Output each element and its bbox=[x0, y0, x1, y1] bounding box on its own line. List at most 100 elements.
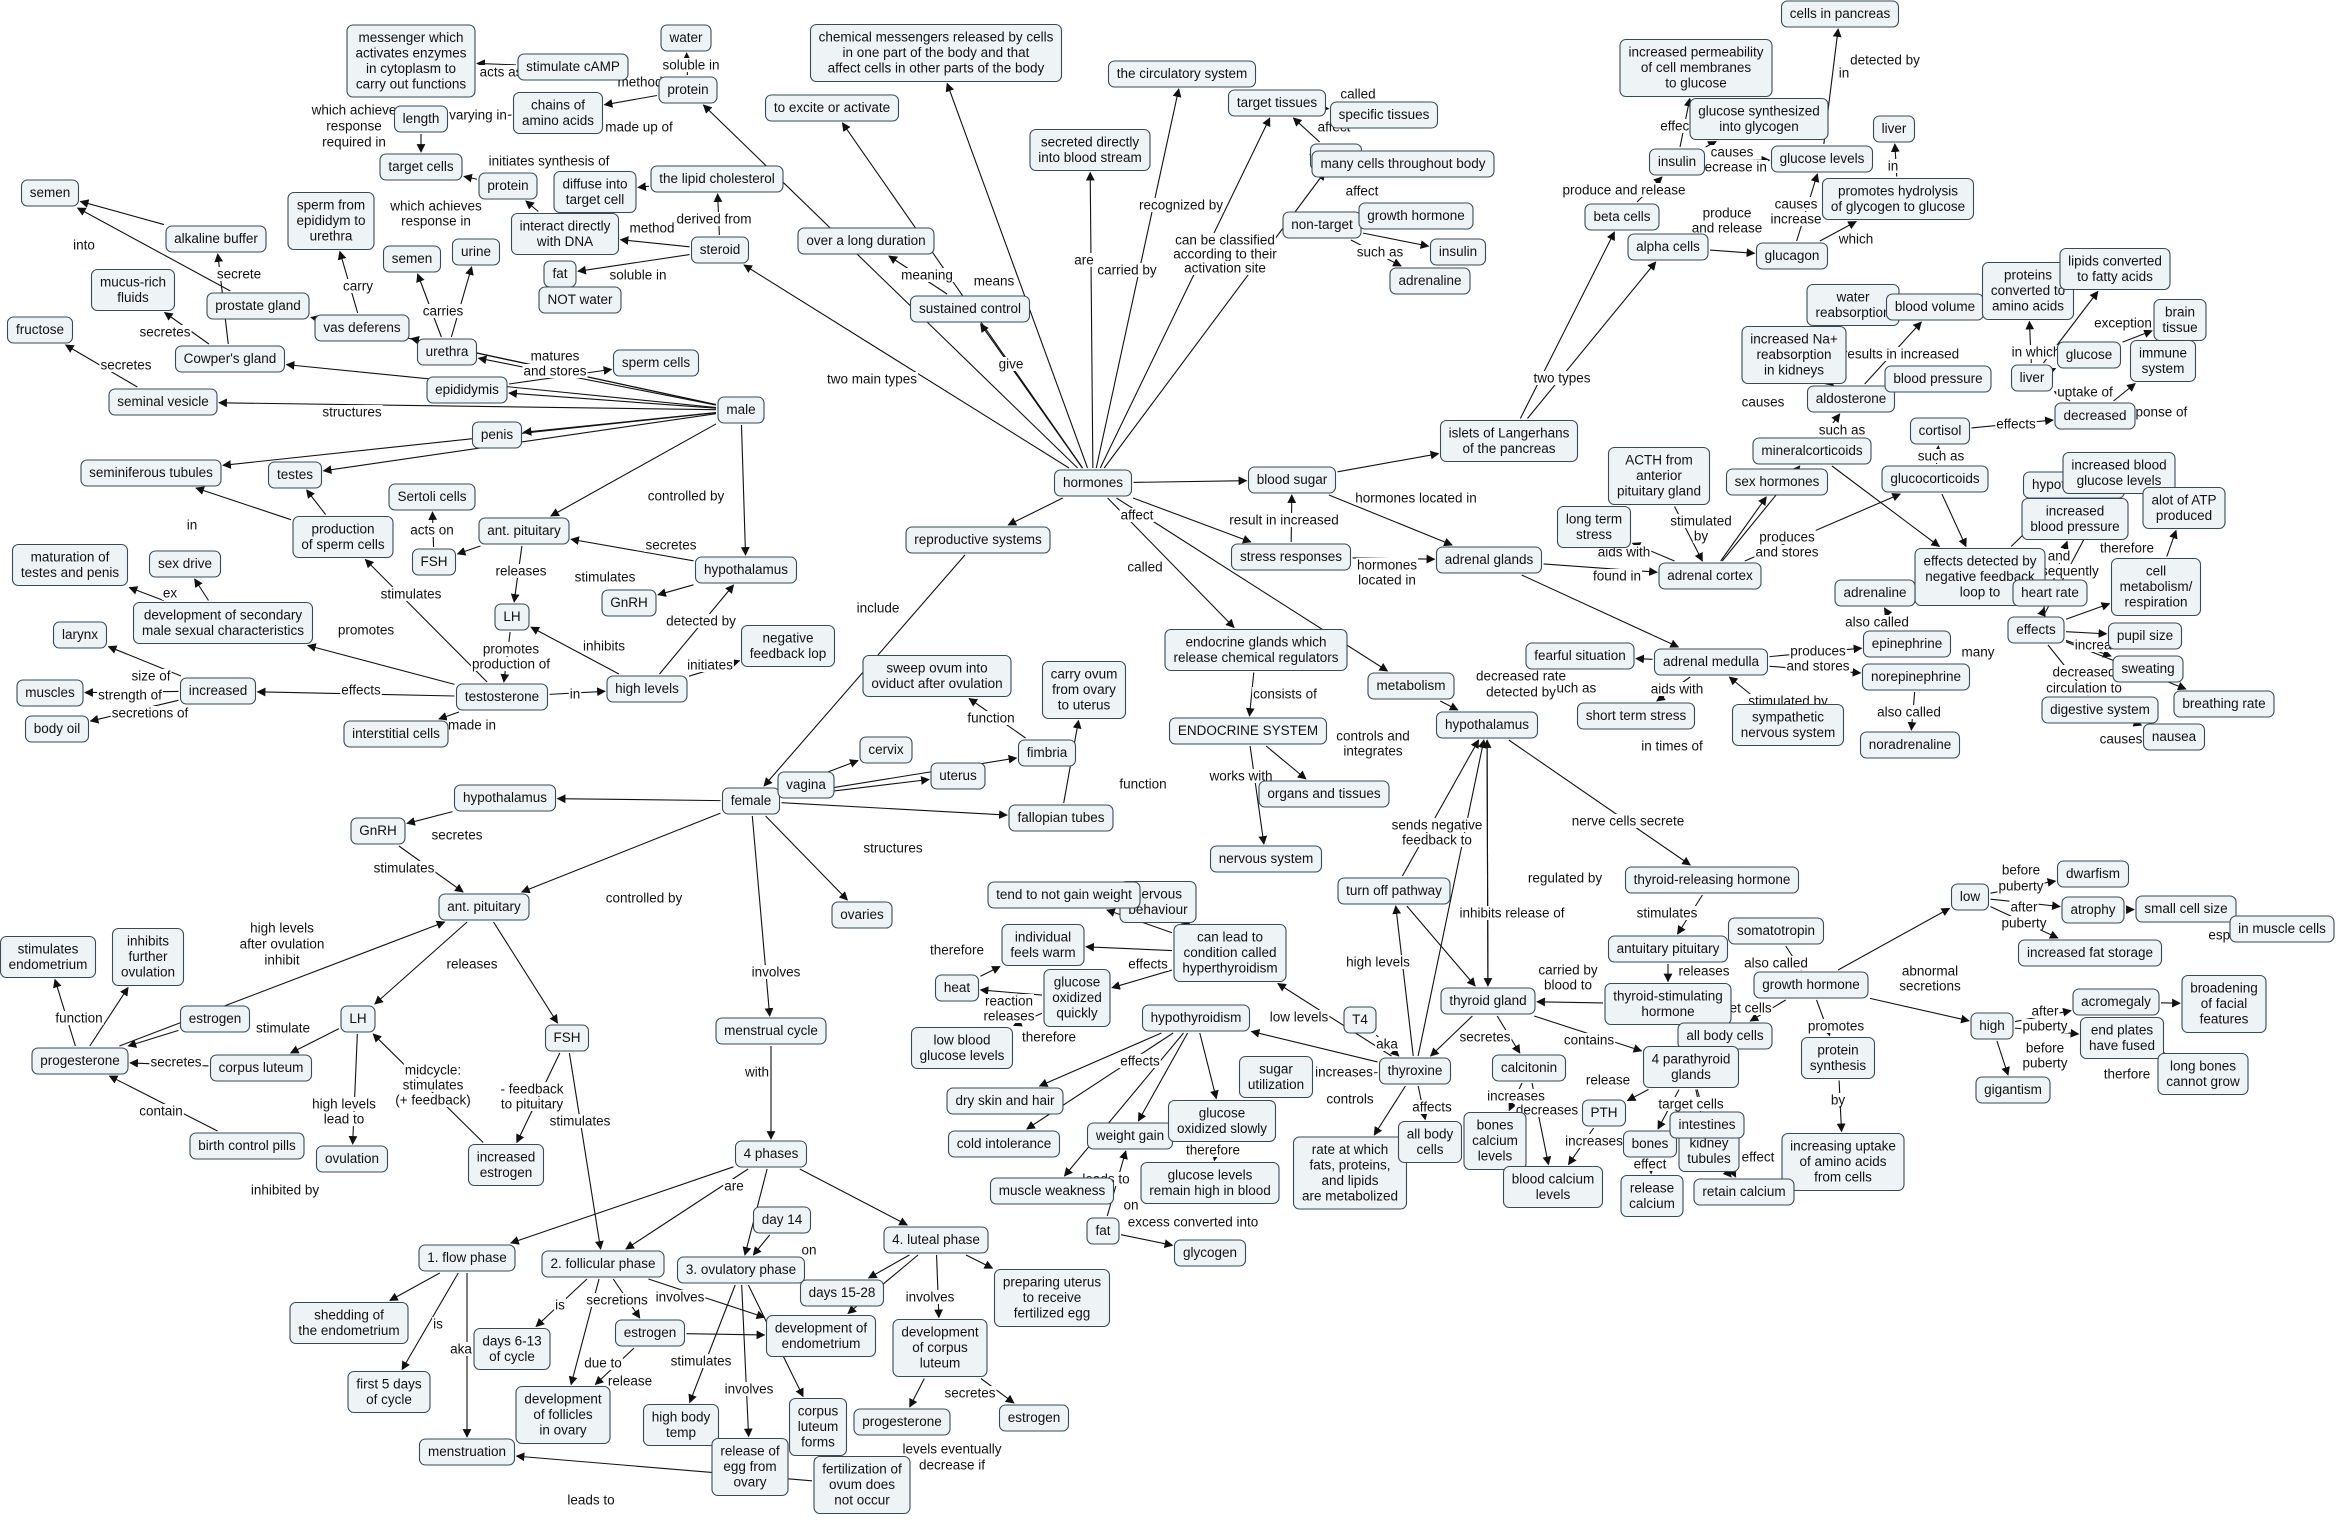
link-hormones-to-blood-sugar bbox=[1133, 476, 1248, 486]
link-label-bg bbox=[669, 1354, 733, 1368]
link-progesterone-f-to-inhib-ovul bbox=[89, 986, 129, 1047]
concept-text: blood pressure bbox=[2030, 519, 2119, 534]
concept-sex-drive: sex drive bbox=[148, 550, 222, 578]
link-label: also called bbox=[1844, 615, 1910, 630]
link-label-bg bbox=[1345, 955, 1411, 969]
link-label-bg bbox=[548, 1114, 612, 1128]
link-label: (+ feedback) bbox=[394, 1093, 472, 1108]
link-label-text: high levels bbox=[312, 1097, 376, 1112]
concept-box bbox=[910, 1026, 1014, 1070]
concept-box bbox=[1669, 1111, 1745, 1139]
link-label: stimulate bbox=[254, 1021, 312, 1036]
concept-semen1: semen bbox=[20, 179, 80, 207]
concept-box bbox=[1502, 1165, 1604, 1209]
concept-weight-gain: weight gain bbox=[1086, 1122, 1174, 1150]
concept-text: estrogen bbox=[624, 1325, 677, 1340]
link-mineralo-to-effects-neg bbox=[1831, 465, 1941, 548]
link-label-text: increase bbox=[1770, 212, 1821, 227]
concept-box bbox=[1607, 935, 1729, 963]
link-label-text: secretes bbox=[1459, 1030, 1510, 1045]
link-label-bg bbox=[1837, 66, 1851, 80]
concept-text: weight gain bbox=[1095, 1128, 1164, 1143]
concept-text: days 15-28 bbox=[809, 1285, 876, 1300]
link-label-text: and bbox=[2048, 549, 2071, 564]
concept-text: organs and tissues bbox=[1267, 786, 1381, 801]
concept-alk-buffer: alkaline buffer bbox=[165, 225, 267, 253]
concept-cervix: cervix bbox=[859, 736, 913, 764]
link-label: stimulates bbox=[573, 570, 637, 585]
link-label-text: function bbox=[967, 711, 1014, 726]
concept-nausea: nausea bbox=[2142, 723, 2206, 751]
concept-box bbox=[16, 679, 84, 707]
link-label-text: and release bbox=[1692, 221, 1763, 236]
concept-text: female bbox=[731, 793, 772, 808]
concept-box bbox=[1164, 628, 1348, 672]
link-label-bg bbox=[825, 372, 919, 386]
link-label: regulated by bbox=[1526, 871, 1604, 886]
concept-text: of amino acids bbox=[1799, 1154, 1886, 1169]
link-label-bg bbox=[1898, 979, 1962, 993]
link-label-bg bbox=[379, 587, 443, 601]
concept-fructose: fructose bbox=[6, 316, 74, 344]
link-label-bg bbox=[1126, 1215, 1260, 1229]
concept-adrenaline-r: adrenaline bbox=[1834, 579, 1916, 607]
link-flow-phase-to-first5 bbox=[401, 1272, 459, 1371]
concept-text: increased bbox=[2046, 504, 2105, 519]
link-label-bg bbox=[321, 135, 387, 149]
link-label: puberty bbox=[2021, 1056, 2069, 1071]
link-label-text: in bbox=[1888, 159, 1899, 174]
concept-t4: T4 bbox=[1343, 1006, 1377, 1034]
link-label: high levels bbox=[311, 1097, 377, 1112]
concept-text: glucose levels bbox=[1780, 151, 1865, 166]
link-label: blood to bbox=[1542, 978, 1594, 993]
concept-box bbox=[346, 24, 476, 98]
link-label-text: stimulated bbox=[1670, 514, 1732, 529]
link-label-bg bbox=[917, 1458, 987, 1472]
link-hormones-to-repro-sys bbox=[1007, 497, 1063, 526]
concept-text: carry out functions bbox=[356, 77, 467, 92]
concept-many-cells: many cells throughout body bbox=[1311, 150, 1495, 178]
concept-ovulation: ovulation bbox=[315, 1145, 389, 1173]
link-label-bg bbox=[1119, 508, 1155, 522]
concept-box bbox=[987, 881, 1141, 909]
concept-turn-off: turn off pathway bbox=[1337, 877, 1451, 905]
concept-epinephrine: epinephrine bbox=[1862, 630, 1952, 658]
concept-box bbox=[179, 677, 257, 705]
link-label-bg bbox=[900, 268, 954, 282]
concept-box bbox=[471, 421, 523, 449]
concept-text: in kidneys bbox=[1764, 363, 1824, 378]
link-label-bg bbox=[1458, 1030, 1512, 1044]
concept-mineralo: mineralcorticoids bbox=[1752, 437, 1872, 465]
concept-box bbox=[350, 817, 406, 845]
link-label-bg bbox=[1785, 659, 1851, 673]
concept-text: FSH bbox=[554, 1030, 581, 1045]
concept-box bbox=[831, 901, 893, 929]
link-label-bg bbox=[904, 1290, 956, 1304]
link-label-text: on bbox=[801, 1243, 816, 1258]
link-label-text: derived from bbox=[676, 212, 751, 227]
concept-inc-fat: increased fat storage bbox=[2017, 939, 2163, 967]
concept-text: oxidized slowly bbox=[1177, 1121, 1267, 1136]
concept-box bbox=[777, 771, 835, 799]
link-label-text: function bbox=[55, 1011, 102, 1026]
concept-text: sweating bbox=[2121, 661, 2174, 676]
concept-birth-control: birth control pills bbox=[189, 1132, 305, 1160]
concept-box bbox=[2012, 579, 2088, 607]
link-label-bg bbox=[1635, 906, 1699, 920]
concept-long-duration: over a long duration bbox=[797, 227, 935, 255]
concept-target-cells-l: target cells bbox=[379, 153, 463, 181]
concept-text: glucose levels bbox=[920, 1048, 1005, 1063]
link-label-text: produce bbox=[1703, 206, 1752, 221]
link-dev-secondary-to-sex-drive bbox=[194, 578, 209, 601]
link-label-bg bbox=[149, 1055, 203, 1069]
concept-text: thyroxine bbox=[1388, 1063, 1443, 1078]
link-label-text: therfore bbox=[2104, 1067, 2151, 1082]
link-label: such as bbox=[1916, 449, 1966, 464]
concept-box bbox=[455, 683, 549, 711]
link-label-bg bbox=[1458, 906, 1566, 920]
concept-box bbox=[517, 53, 629, 81]
link-label: found in bbox=[1591, 569, 1643, 584]
